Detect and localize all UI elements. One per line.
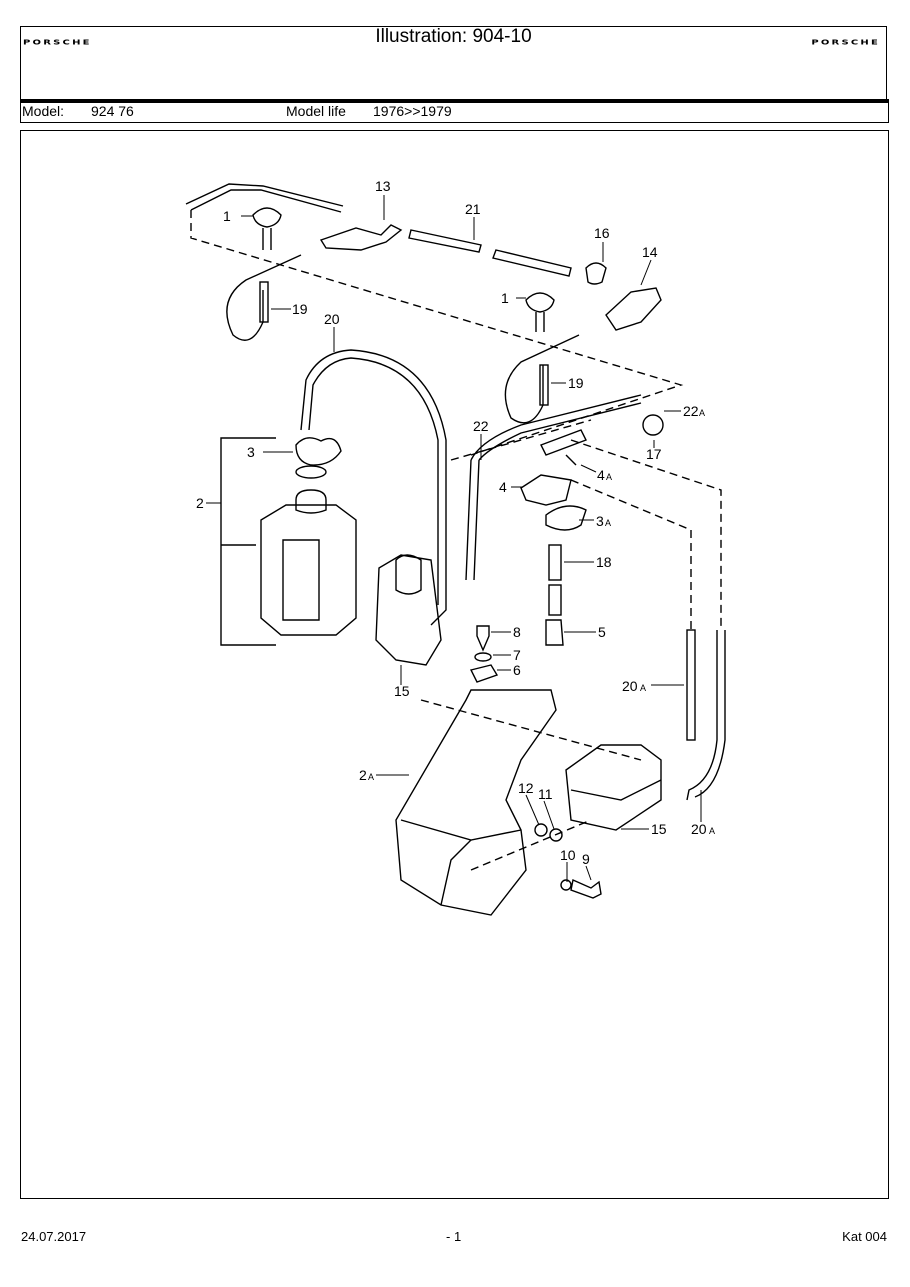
porsche-logo-left: PORSCHE — [23, 38, 92, 47]
callout-20a-suffix: A — [640, 683, 646, 693]
washer-hose-20a — [686, 630, 726, 801]
callout-4: 4 — [499, 479, 507, 495]
model-bar: Model: 924 76 Model life 1976>>1979 — [20, 103, 889, 123]
washer-hose — [300, 349, 447, 490]
grommet — [642, 414, 664, 436]
hose-clip — [585, 262, 607, 285]
illustration-frame: 1 13 21 16 14 1 19 20 19 22 A 22 17 3 2 … — [20, 130, 889, 1199]
hose-loop — [226, 254, 302, 341]
callout-1b: 1 — [501, 290, 509, 306]
callout-5: 5 — [598, 624, 606, 640]
callout-3a-suffix: A — [605, 518, 611, 528]
callout-12: 12 — [518, 780, 534, 796]
porsche-logo-right: PORSCHE — [811, 38, 880, 47]
callout-21: 21 — [465, 201, 481, 217]
callout-4a-suffix: A — [606, 472, 612, 482]
callout-3a: 3 — [596, 513, 604, 529]
check-valve — [605, 287, 662, 331]
illustration-title: Illustration: 904-10 — [375, 26, 532, 47]
reservoir-cap — [295, 437, 342, 466]
header-box: PORSCHE Illustration: 904-10 PORSCHE — [20, 26, 887, 100]
assembly-guide-line — [190, 210, 684, 456]
model-life-label: Model life — [286, 103, 346, 119]
footer-date: 24.07.2017 — [21, 1229, 87, 1244]
callout-15b: 15 — [651, 821, 667, 837]
callout-17: 17 — [646, 446, 662, 462]
callout-20a: 20 — [622, 678, 638, 694]
model-label: Model: — [22, 103, 65, 119]
washer-container-2a — [395, 689, 557, 916]
footer-page: - 1 — [446, 1229, 462, 1244]
callout-19b: 19 — [568, 375, 584, 391]
callout-3: 3 — [247, 444, 255, 460]
mounting-bolt — [570, 879, 602, 899]
header-divider — [20, 99, 889, 103]
callout-8: 8 — [513, 624, 521, 640]
callout-7: 7 — [513, 647, 521, 663]
callout-11: 11 — [538, 786, 553, 802]
washer-nozzle — [252, 207, 282, 228]
callout-2a: 2 — [359, 767, 367, 783]
callout-20: 20 — [324, 311, 340, 327]
callout-18: 18 — [596, 554, 612, 570]
callout-6: 6 — [513, 662, 521, 678]
callout-15: 15 — [394, 683, 410, 699]
callout-14: 14 — [642, 244, 658, 260]
callout-9: 9 — [582, 851, 590, 867]
callout-22a-suffix: A — [699, 408, 705, 418]
callout-22: 22 — [473, 418, 489, 434]
callout-16: 16 — [594, 225, 610, 241]
callout-2a-suffix: A — [368, 772, 374, 782]
parts-diagram: 1 13 21 16 14 1 19 20 19 22 A 22 17 3 2 … — [185, 178, 726, 916]
footer-catalog: Kat 004 — [842, 1229, 887, 1244]
callout-19: 19 — [292, 301, 308, 317]
callout-2: 2 — [196, 495, 204, 511]
washer-reservoir — [260, 504, 357, 636]
callout-10: 10 — [560, 847, 576, 863]
callout-20a2: 20 — [691, 821, 707, 837]
callout-1: 1 — [223, 208, 231, 224]
callout-22a: 22 — [683, 403, 699, 419]
callout-20a2-suffix: A — [709, 826, 715, 836]
washer-pump — [375, 554, 442, 666]
callout-13: 13 — [375, 178, 391, 194]
model-value: 924 76 — [91, 103, 134, 119]
callout-4a: 4 — [597, 467, 605, 483]
model-life-value: 1976>>1979 — [373, 103, 452, 119]
t-connector — [319, 224, 403, 251]
